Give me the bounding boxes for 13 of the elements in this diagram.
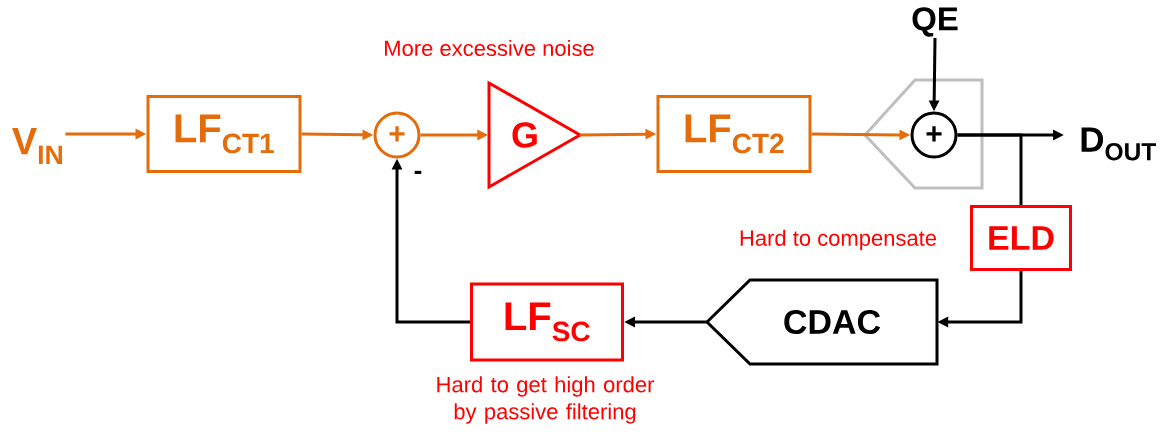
summing-junction: + <box>373 111 421 159</box>
input-label: V$_{IN}$ <box>12 128 62 164</box>
annotation: More excessive noise <box>385 39 594 57</box>
filter-box: LF$_{SC}$ <box>470 282 624 362</box>
annotation: Hard to compensate <box>740 229 937 251</box>
summing-junction: + <box>910 111 958 159</box>
delay-box: ELD <box>970 205 1072 271</box>
sign-label: - <box>414 170 422 174</box>
annotation: Hard to get high order by passive filtering <box>437 376 655 424</box>
filter-box: LF$_{CT2}$ <box>656 95 812 173</box>
noise-label: QE <box>912 7 958 37</box>
filter-box: LF$_{CT1}$ <box>146 95 302 173</box>
output-label: D$_{OUT}$ <box>1081 127 1156 161</box>
